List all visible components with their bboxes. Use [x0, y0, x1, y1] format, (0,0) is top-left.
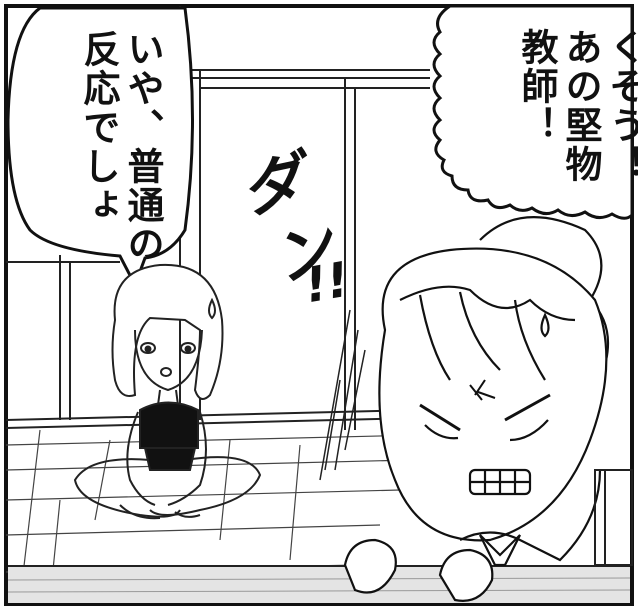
angry-girl-figure	[343, 216, 610, 602]
speech-right-line-1: くそう！	[603, 28, 638, 184]
speech-text-right: くそう！あの堅物教師！	[470, 28, 638, 228]
sfx-exclaim: !!	[300, 251, 354, 315]
girl-sitting-figure	[73, 263, 262, 520]
speech-line-1: いや、普通の	[121, 30, 164, 264]
right-edge-object	[594, 469, 633, 566]
speech-text-left: いや、普通の反応でしょ	[32, 30, 252, 264]
speech-line-2: 反応でしょ	[77, 30, 120, 225]
speech-bubble-right	[432, 4, 634, 220]
speech-right-line-3: 教師！	[515, 28, 558, 145]
floor-tone	[7, 565, 631, 603]
speed-lines	[319, 309, 366, 481]
speech-bubble-left	[6, 6, 194, 289]
speech-right-line-2: あの堅物	[559, 28, 602, 184]
